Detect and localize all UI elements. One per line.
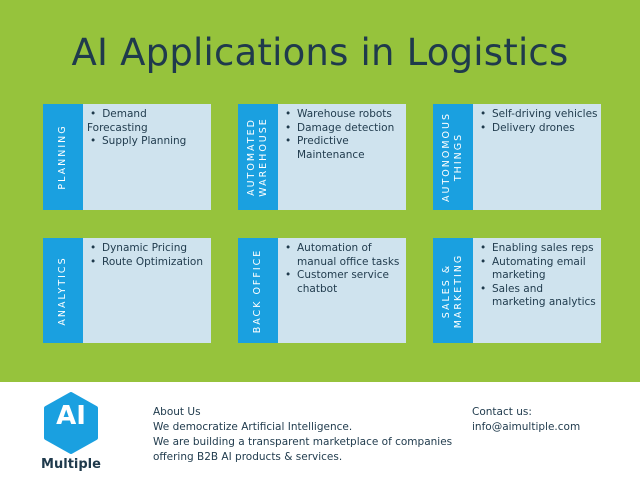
list-item: •Route Optimization (90, 255, 203, 268)
contact-section: Contact us: info@aimultiple.com (472, 405, 580, 435)
category-label-bar: BACK OFFICE (238, 238, 278, 343)
about-title: About Us (153, 406, 201, 418)
list-item: •Predictive Maintenance (285, 135, 365, 161)
list-item: •Automating email marketing (480, 255, 586, 282)
application-list: •Demand Forecasting •Supply Planning (87, 108, 208, 149)
category-card-planning: PLANNING •Demand Forecasting •Supply Pla… (43, 104, 211, 210)
category-label: AUTONOMOUS THINGS (441, 112, 464, 202)
category-label-bar: ANALYTICS (43, 238, 83, 343)
category-label-bar: AUTOMATED WAREHOUSE (238, 104, 278, 210)
category-label: ANALYTICS (57, 255, 68, 326)
application-list: •Enabling sales reps •Automating email m… (477, 242, 598, 310)
category-label-bar: AUTONOMOUS THINGS (433, 104, 473, 210)
category-card-analytics: ANALYTICS •Dynamic Pricing •Route Optimi… (43, 238, 211, 343)
category-label: BACK OFFICE (252, 248, 263, 333)
category-card-automated-warehouse: AUTOMATED WAREHOUSE •Warehouse robots •D… (238, 104, 406, 210)
list-item: •Automation of manual office tasks (285, 242, 400, 268)
aimultiple-hexagon-logo-icon[interactable] (40, 392, 102, 454)
list-item: •Enabling sales reps (480, 242, 594, 254)
category-card-back-office: BACK OFFICE •Automation of manual office… (238, 238, 406, 343)
about-section: About Us We democratize Artificial Intel… (153, 405, 452, 465)
category-label: PLANNING (57, 124, 68, 190)
list-item: •Dynamic Pricing (90, 242, 188, 254)
about-line: We democratize Artificial Intelligence. (153, 421, 353, 433)
category-label-bar: PLANNING (43, 104, 83, 210)
logo-wordmark: Multiple (41, 457, 101, 472)
application-list: •Warehouse robots •Damage detection •Pre… (282, 108, 403, 162)
application-list: •Self-driving vehicles •Delivery drones (477, 108, 598, 135)
list-item: •Warehouse robots (285, 108, 392, 120)
list-item: •Sales and marketing analytics (480, 282, 596, 309)
list-item: •Supply Planning (90, 135, 187, 148)
application-list: •Automation of manual office tasks •Cust… (282, 242, 403, 296)
about-line: We are building a transparent marketplac… (153, 436, 453, 448)
about-line: offering B2B AI products & services. (153, 451, 343, 463)
list-item: •Demand Forecasting (87, 108, 148, 134)
category-label: SALES & MARKETING (441, 253, 464, 328)
category-label: AUTOMATED WAREHOUSE (246, 117, 269, 197)
category-card-autonomous-things: AUTONOMOUS THINGS •Self-driving vehicles… (433, 104, 601, 210)
logo-mark: AI (56, 401, 86, 431)
list-item: •Self-driving vehicles (480, 108, 598, 120)
list-item: •Damage detection (285, 121, 395, 134)
contact-title: Contact us: (472, 406, 532, 418)
list-item: •Delivery drones (480, 121, 575, 134)
category-label-bar: SALES & MARKETING (433, 238, 473, 343)
page-title: AI Applications in Logistics (71, 31, 569, 74)
list-item: •Customer service chatbot (285, 269, 389, 295)
category-card-sales-marketing: SALES & MARKETING •Enabling sales reps •… (433, 238, 601, 343)
application-list: •Dynamic Pricing •Route Optimization (87, 242, 208, 269)
contact-email-link[interactable]: info@aimultiple.com (472, 421, 581, 433)
